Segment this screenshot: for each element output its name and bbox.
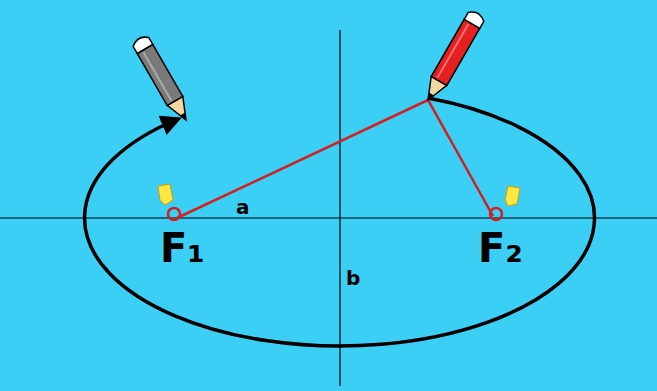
focus-label: F₁ [160, 228, 205, 268]
focus-label: F₂ [478, 228, 523, 268]
red-pencil [420, 9, 486, 105]
minor-axis [339, 30, 340, 386]
axis-letter: a [236, 197, 250, 217]
string [177, 100, 493, 218]
grey-pencil [131, 34, 194, 124]
pin-left [158, 184, 180, 220]
major-axis [0, 217, 657, 218]
axis-letter: b [346, 268, 360, 288]
ellipse-arc [85, 98, 595, 346]
pin-right [490, 186, 520, 220]
